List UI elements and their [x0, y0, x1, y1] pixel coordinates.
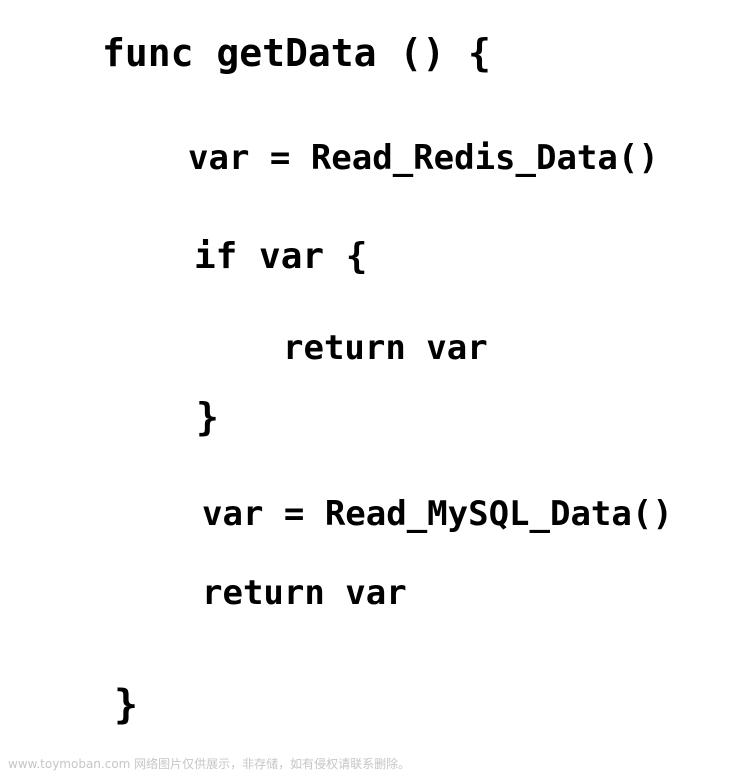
code-line-func-declaration: func getData () { [102, 31, 491, 75]
code-line-if-close-brace: } [196, 395, 219, 439]
code-line-if-statement: if var { [194, 236, 368, 277]
code-line-return-db: return var [202, 573, 407, 613]
code-line-return-cached: return var [283, 328, 488, 368]
code-line-func-close-brace: } [114, 682, 139, 728]
watermark-text: www.toymoban.com 网络图片仅供展示，非存储，如有侵权请联系删除。 [8, 757, 411, 771]
code-line-read-redis: var = Read_Redis_Data() [188, 138, 659, 178]
code-line-read-mysql: var = Read_MySQL_Data() [202, 494, 673, 534]
